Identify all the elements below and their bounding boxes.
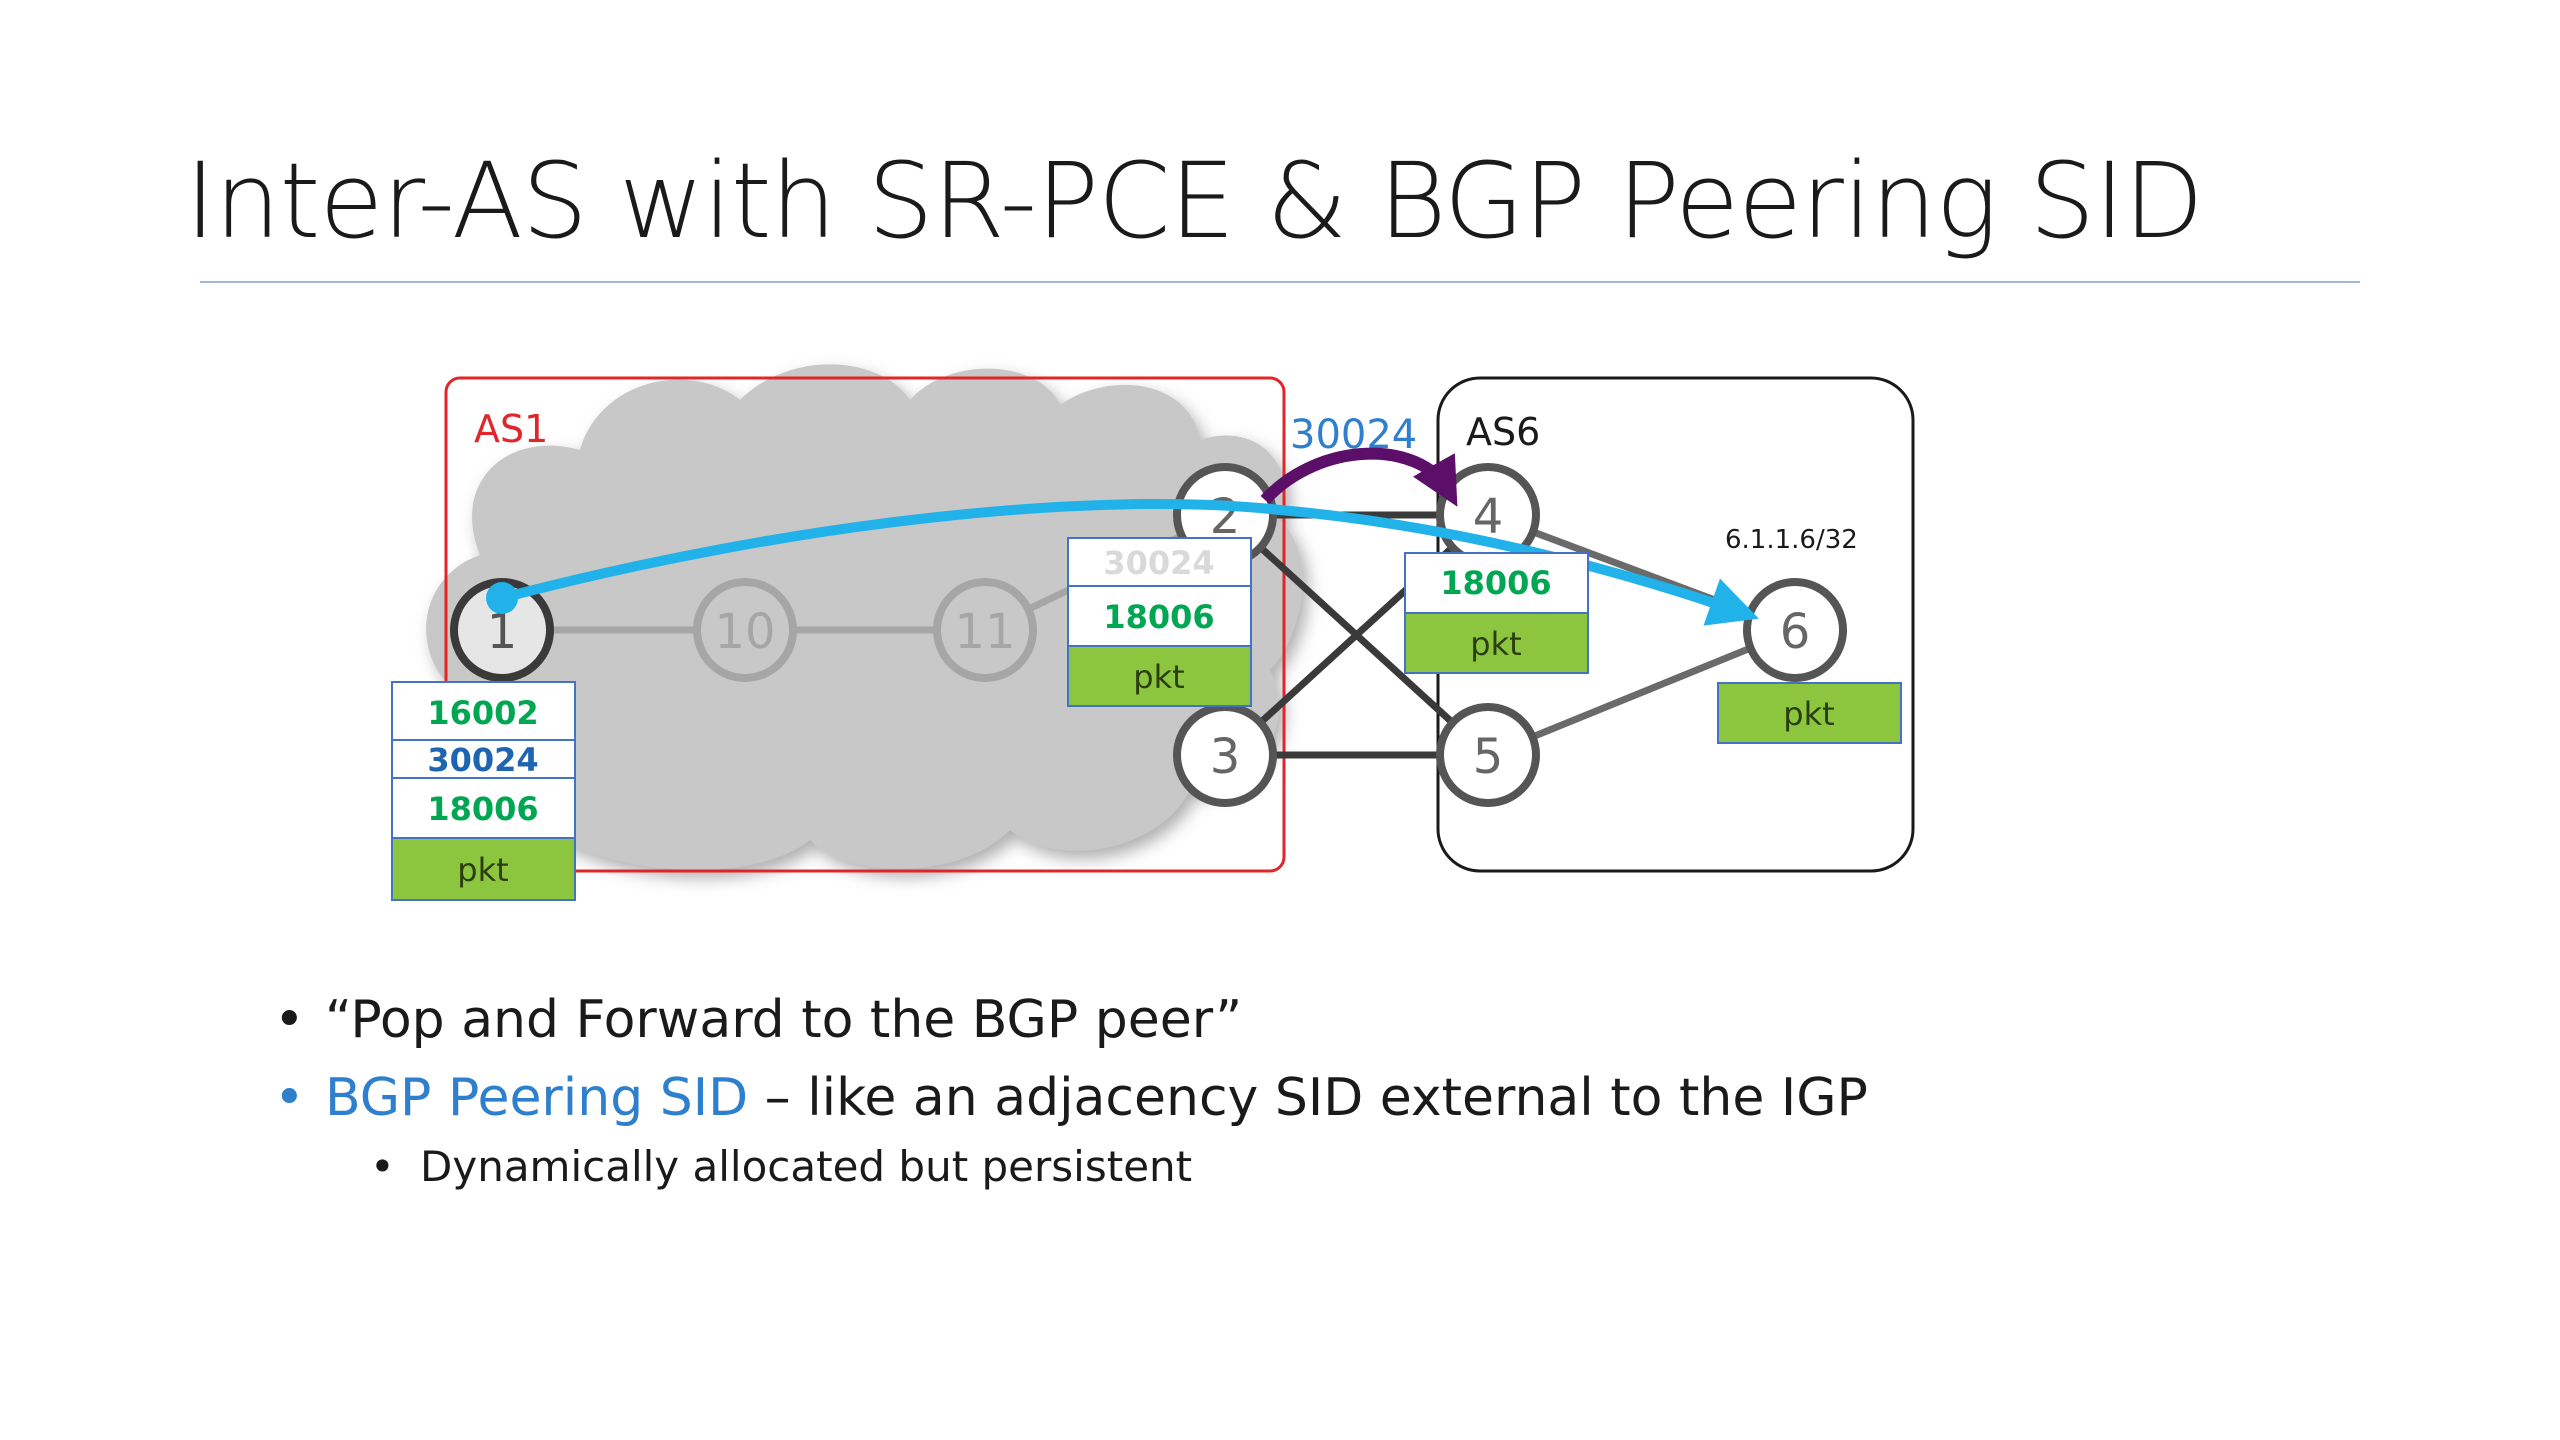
link-5-6 — [1486, 626, 1797, 759]
bullet-2-text: – like an adjacency SID external to the … — [748, 1068, 1868, 1128]
stack1-pkt: pkt — [457, 851, 508, 889]
prefix-label: 6.1.1.6/32 — [1725, 525, 1858, 555]
bullet-2: BGP Peering SID – like an adjacency SID … — [270, 1068, 1868, 1128]
stack1-label-2: 30024 — [427, 741, 538, 779]
peering-sid-arrow — [1260, 447, 1458, 507]
label-stack-node-4: 18006 pkt — [1404, 552, 1589, 674]
stack4-pkt: pkt — [1470, 625, 1521, 663]
stack2-pkt: pkt — [1133, 658, 1184, 696]
node-3-label: 3 — [1210, 729, 1241, 785]
stack2-label-2: 18006 — [1103, 598, 1214, 636]
sub-bullet-1: Dynamically allocated but persistent — [270, 1142, 1868, 1191]
stack1-label-1: 16002 — [427, 694, 538, 732]
bullet-1-text: “Pop and Forward to the BGP peer” — [325, 990, 1243, 1050]
bullet-list: “Pop and Forward to the BGP peer” BGP Pe… — [270, 990, 1868, 1191]
title-underline — [200, 281, 2360, 283]
bullet-2-highlight: BGP Peering SID — [325, 1068, 749, 1128]
label-stack-node-2: 30024 18006 pkt — [1067, 537, 1252, 707]
node-5: 5 — [1436, 703, 1540, 807]
node-2-label: 2 — [1210, 489, 1241, 545]
node-6: 6 — [1743, 578, 1847, 682]
node-3: 3 — [1173, 703, 1277, 807]
bullet-1: “Pop and Forward to the BGP peer” — [270, 990, 1868, 1050]
label-stack-node-1: 16002 30024 18006 pkt — [391, 681, 576, 901]
stack6-pkt: pkt — [1783, 695, 1834, 733]
node-10-label: 10 — [714, 604, 775, 660]
node-5-label: 5 — [1473, 729, 1504, 785]
node-11: 11 — [933, 578, 1037, 682]
as1-domain-box — [444, 376, 1286, 873]
sub-bullet-1-text: Dynamically allocated but persistent — [420, 1142, 1193, 1191]
node-10: 10 — [693, 578, 797, 682]
stack2-label-1-popped: 30024 — [1103, 544, 1214, 582]
stack1-label-3: 18006 — [427, 790, 538, 828]
slide-title: Inter-AS with SR-PCE & BGP Peering SID — [185, 140, 2204, 262]
as1-label: AS1 — [474, 407, 548, 451]
node-6-label: 6 — [1780, 604, 1811, 660]
node-11-label: 11 — [954, 604, 1015, 660]
stack4-label-1: 18006 — [1440, 564, 1551, 602]
as1-cloud — [426, 364, 1303, 870]
as6-label: AS6 — [1466, 410, 1540, 454]
label-stack-node-6: pkt — [1717, 682, 1902, 744]
node-1: 1 — [450, 578, 554, 682]
